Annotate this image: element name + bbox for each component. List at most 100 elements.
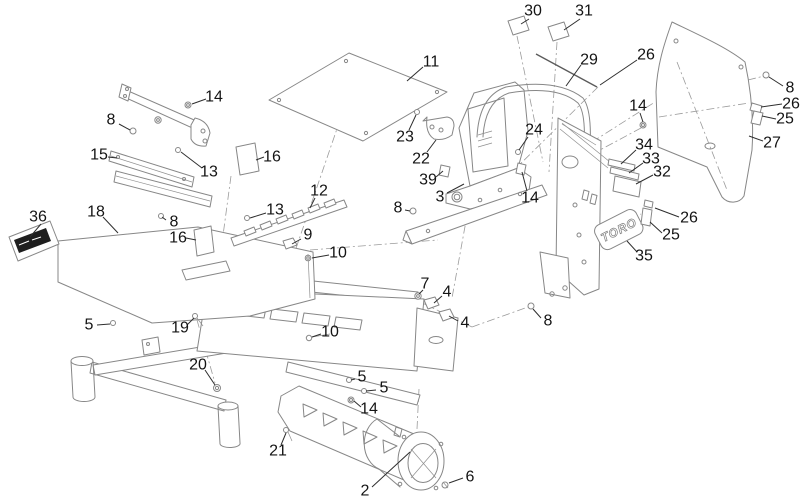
callout-15: 15 bbox=[90, 147, 108, 164]
leader-line-36 bbox=[29, 223, 42, 238]
screw-13b bbox=[244, 215, 250, 221]
leader-line-8 bbox=[404, 209, 411, 212]
screw-8-bottom bbox=[527, 302, 535, 310]
callout-25: 25 bbox=[776, 111, 794, 128]
callout-8: 8 bbox=[544, 313, 553, 330]
callout-13: 13 bbox=[200, 164, 218, 181]
bolt-10-bottom bbox=[305, 334, 313, 342]
callout-11: 11 bbox=[423, 54, 440, 71]
part-bars-33-34-plate-32 bbox=[607, 158, 642, 198]
part-plate-16b bbox=[193, 225, 215, 257]
callout-36: 36 bbox=[29, 209, 47, 226]
leader-line-5 bbox=[350, 378, 356, 381]
callout-24: 24 bbox=[525, 122, 543, 139]
callout-22: 22 bbox=[412, 151, 430, 168]
callout-27: 27 bbox=[763, 135, 781, 152]
nut-14-right bbox=[639, 121, 647, 129]
hardware bbox=[110, 71, 770, 489]
bolt-19 bbox=[192, 313, 198, 319]
leader-line-21 bbox=[280, 432, 287, 446]
leader-line-35 bbox=[626, 240, 638, 253]
leader-line-20 bbox=[204, 369, 216, 386]
leader-line-13 bbox=[249, 212, 267, 219]
callout-29: 29 bbox=[580, 52, 598, 69]
nut-10-mid bbox=[304, 254, 312, 262]
callout-8: 8 bbox=[107, 112, 116, 129]
callout-21: 21 bbox=[269, 443, 287, 460]
part-plate-16a bbox=[235, 142, 260, 176]
callout-7: 7 bbox=[421, 276, 430, 293]
leader-line-14 bbox=[639, 112, 644, 123]
leader-line-19 bbox=[186, 317, 195, 326]
screw-23 bbox=[414, 109, 420, 115]
callout-13: 13 bbox=[266, 202, 284, 219]
part-seat-arm bbox=[402, 184, 548, 245]
callout-31: 31 bbox=[575, 3, 593, 20]
callout-10: 10 bbox=[321, 324, 339, 341]
part-pad-30 bbox=[507, 15, 530, 36]
callout-9: 9 bbox=[304, 227, 313, 244]
callout-6: 6 bbox=[466, 469, 475, 486]
callout-14: 14 bbox=[205, 89, 223, 106]
part-rear-panel bbox=[655, 21, 754, 203]
leader-line-33 bbox=[628, 162, 644, 174]
screw-8-right bbox=[762, 71, 770, 79]
leader-line-30 bbox=[520, 18, 530, 25]
screw-5b bbox=[361, 388, 367, 394]
leader-line-14 bbox=[353, 400, 362, 408]
leader-line-25 bbox=[761, 115, 777, 120]
washer-7 bbox=[414, 292, 422, 300]
nut-14-bottom bbox=[347, 396, 355, 404]
part-clips-25-26-mid bbox=[640, 199, 654, 227]
callout-8: 8 bbox=[786, 80, 795, 97]
callout-4: 4 bbox=[443, 284, 452, 301]
part-bracket-22 bbox=[422, 116, 455, 140]
callout-14: 14 bbox=[521, 190, 539, 207]
leader-line-3 bbox=[446, 183, 465, 194]
callout-5: 5 bbox=[358, 369, 367, 386]
callout-18: 18 bbox=[87, 204, 105, 221]
part-clips-25-26-right bbox=[749, 102, 764, 126]
leader-line-10 bbox=[311, 254, 330, 259]
callout-26: 26 bbox=[637, 47, 655, 64]
leader-line-15 bbox=[107, 156, 118, 159]
callout-26: 26 bbox=[680, 210, 698, 227]
callout-5: 5 bbox=[380, 380, 389, 397]
part-serrated-strip bbox=[230, 198, 348, 247]
callout-10: 10 bbox=[329, 245, 347, 262]
leader-line-14 bbox=[191, 98, 207, 105]
leader-line-5 bbox=[96, 323, 111, 326]
callout-34: 34 bbox=[635, 137, 653, 154]
leader-line-5 bbox=[365, 389, 377, 392]
leader-line-29 bbox=[565, 64, 582, 87]
callout-33: 33 bbox=[642, 151, 660, 168]
part-decal-36 bbox=[8, 220, 60, 262]
leader-line-7 bbox=[418, 289, 424, 295]
nut-14-topleft bbox=[184, 101, 192, 109]
leader-lines bbox=[29, 18, 784, 488]
leader-line-31 bbox=[563, 18, 581, 31]
callout-30: 30 bbox=[524, 3, 542, 20]
part-console-tower bbox=[445, 81, 532, 210]
leader-line-23 bbox=[408, 114, 417, 131]
screw-13a bbox=[175, 147, 181, 153]
part-pad-31 bbox=[547, 21, 570, 42]
leader-line-14 bbox=[521, 171, 528, 192]
part-top-panel bbox=[268, 52, 448, 142]
leader-line-2 bbox=[371, 451, 411, 488]
screw-24 bbox=[515, 149, 521, 155]
screw-5a bbox=[346, 377, 352, 383]
callout-14: 14 bbox=[360, 401, 378, 418]
leader-line-26 bbox=[760, 103, 783, 108]
screw-8-center bbox=[409, 207, 417, 215]
bolt-21 bbox=[283, 427, 289, 433]
callout-2: 2 bbox=[361, 483, 370, 500]
part-support-bar bbox=[118, 83, 211, 147]
part-footrest bbox=[57, 226, 316, 324]
part-plate-39 bbox=[438, 164, 451, 178]
screw-5-left bbox=[110, 320, 116, 326]
callout-19: 19 bbox=[171, 320, 189, 337]
leader-line-24 bbox=[518, 136, 529, 151]
